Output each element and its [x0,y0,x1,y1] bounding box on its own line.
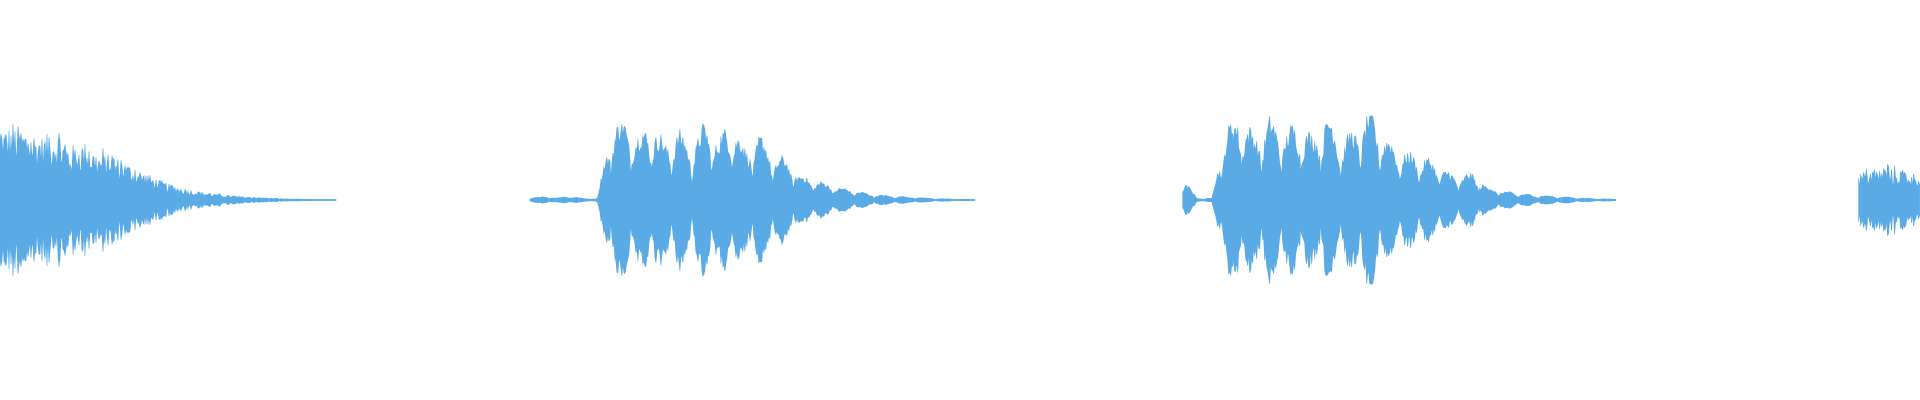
waveform-clip-shape [1858,164,1920,236]
waveform-clip-3[interactable] [1182,115,1616,285]
waveform-clip-shape [0,123,337,277]
waveform-clip-1[interactable] [0,123,337,277]
waveform-clip-shape [529,123,976,277]
waveform-clip-shape [1182,115,1616,285]
waveform-clip-2[interactable] [529,123,976,277]
waveform-clip-4[interactable] [1858,164,1920,236]
